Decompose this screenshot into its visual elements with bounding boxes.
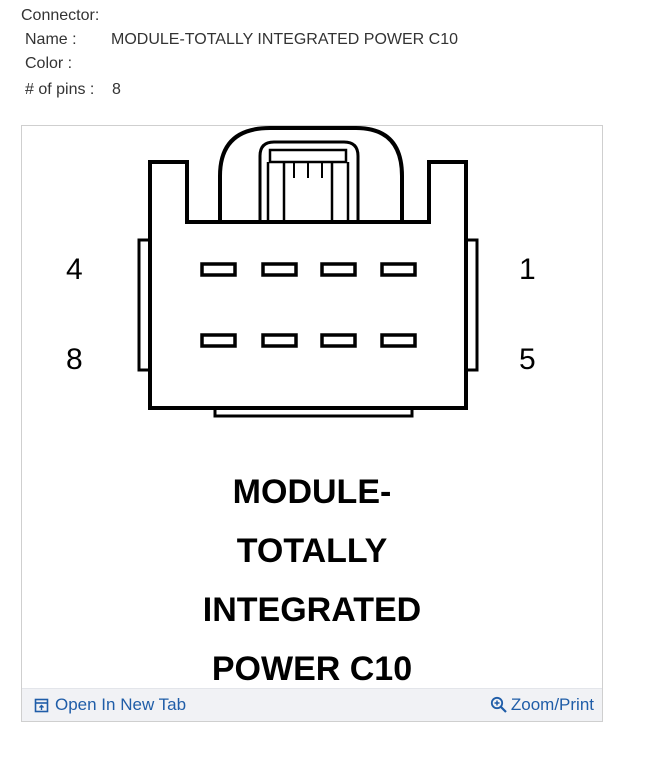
latch-inner — [268, 148, 348, 164]
left-rib — [137, 238, 150, 372]
pin-cavity — [200, 262, 237, 277]
diagram-title-line-3: INTEGRATED — [203, 591, 421, 629]
diagram-title-line-2: TOTALLY — [237, 532, 388, 570]
pin-cavity — [320, 262, 357, 277]
bottom-tab — [213, 408, 414, 418]
pin-cavity — [380, 262, 417, 277]
pins-value: 8 — [112, 81, 121, 98]
open-new-tab-icon — [34, 698, 49, 712]
connector-diagram-frame: 4 8 1 5 MODULE- TOTALLY INTEGRATED POWER… — [21, 125, 603, 722]
open-new-tab-link[interactable]: Open In New Tab — [34, 695, 186, 715]
pin-cavity — [380, 333, 417, 348]
latch-block — [258, 140, 360, 222]
diagram-footer: Open In New Tab Zoom/Print — [22, 688, 602, 721]
diagram-title-line-4: POWER C10 — [212, 650, 412, 688]
pin-cavity — [320, 333, 357, 348]
right-rib — [466, 238, 479, 372]
zoom-in-icon — [490, 696, 507, 713]
name-label: Name : — [25, 31, 77, 48]
pins-label: # of pins : — [25, 81, 95, 98]
connector-latch — [218, 126, 404, 222]
connector-diagram: 4 8 1 5 MODULE- TOTALLY INTEGRATED POWER… — [66, 126, 536, 688]
zoom-print-link[interactable]: Zoom/Print — [490, 695, 594, 715]
pin-label-1: 1 — [519, 253, 536, 286]
diagram-title-line-1: MODULE- — [233, 473, 392, 511]
pin-cavity — [200, 333, 237, 348]
pin-label-5: 5 — [519, 343, 536, 376]
connector-housing — [148, 160, 468, 410]
name-value: MODULE-TOTALLY INTEGRATED POWER C10 — [111, 31, 459, 48]
pin-label-8: 8 — [66, 343, 83, 376]
pins-row: # of pins : 8 — [25, 77, 121, 102]
pin-cavity — [261, 333, 298, 348]
connector-heading: Connector: — [21, 7, 100, 24]
pin-cavity — [261, 262, 298, 277]
zoom-print-label: Zoom/Print — [510, 695, 594, 714]
name-row: Name : MODULE-TOTALLY INTEGRATED POWER C1… — [25, 27, 458, 52]
open-new-tab-label: Open In New Tab — [55, 695, 187, 714]
color-label: Color : — [25, 55, 73, 72]
pin-label-4: 4 — [66, 253, 83, 286]
